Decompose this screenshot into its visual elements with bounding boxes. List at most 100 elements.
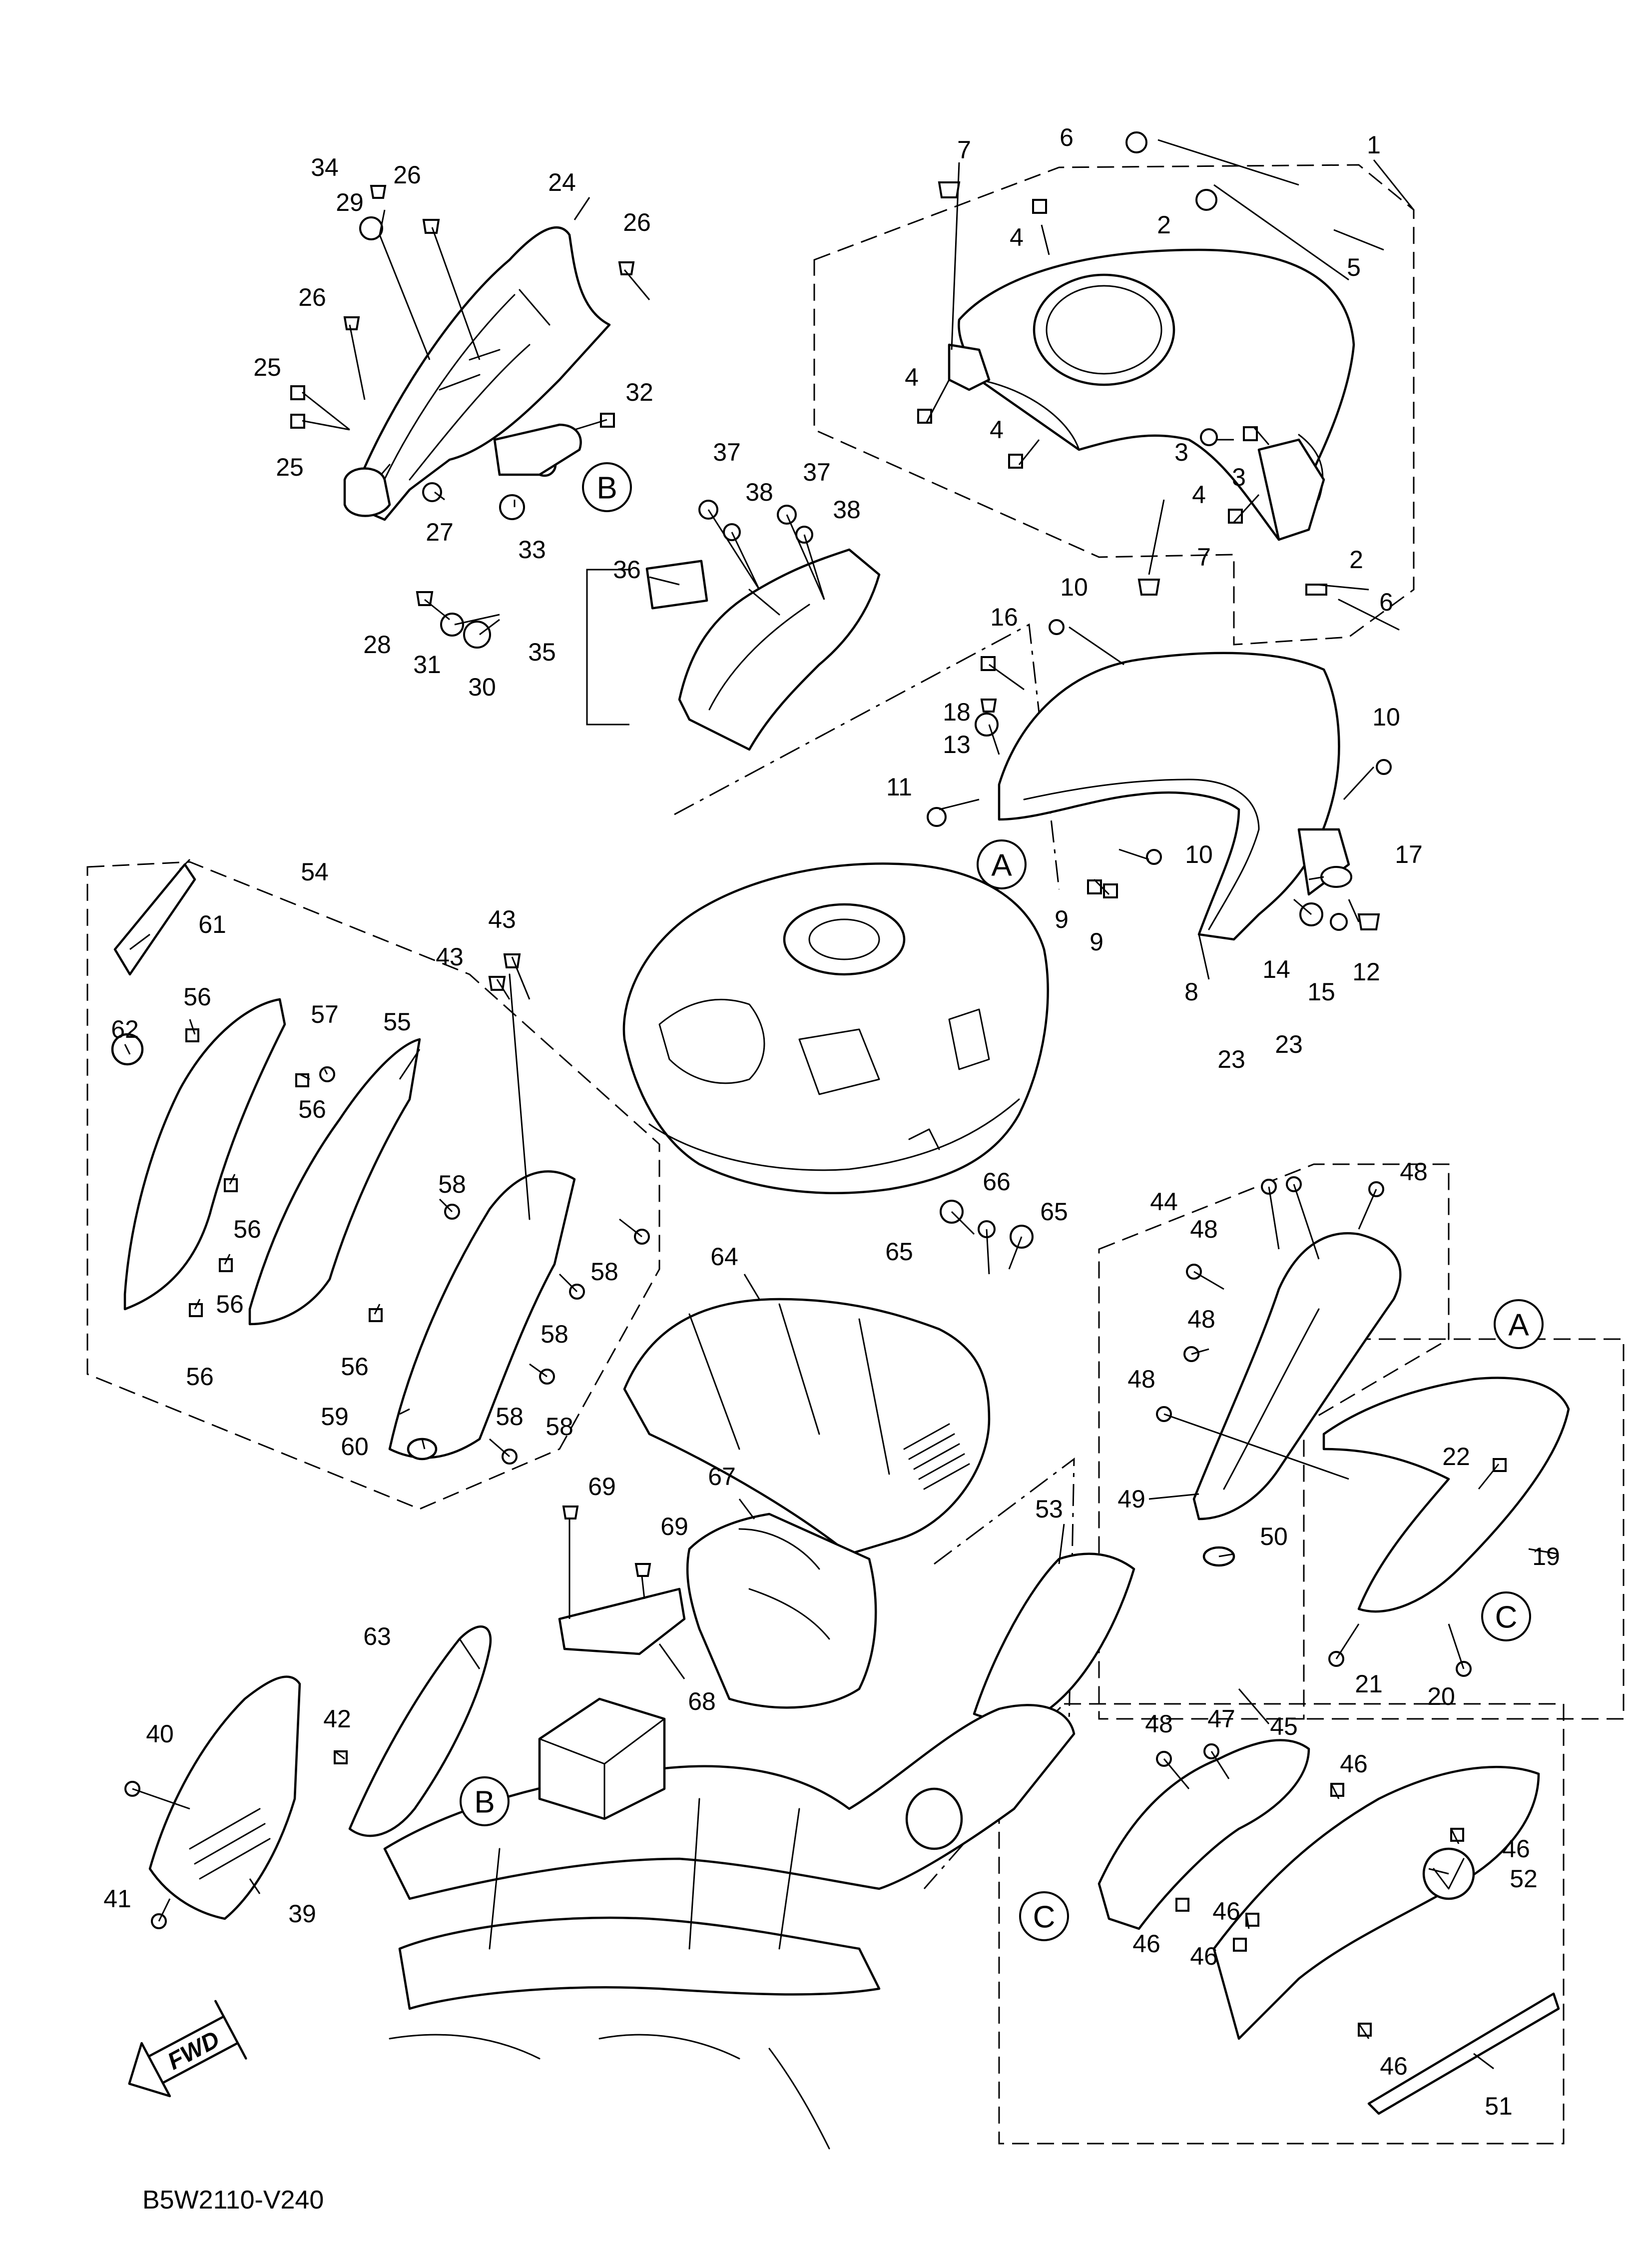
ecu-box [538, 1697, 666, 1820]
callout-60: 60 [341, 1433, 369, 1461]
callout-18: 18 [943, 698, 971, 726]
callout-55: 55 [383, 1008, 411, 1036]
callout-66: 66 [983, 1168, 1011, 1196]
callout-46: 46 [1132, 1930, 1160, 1958]
callout-58: 58 [590, 1258, 618, 1286]
side-panel-rear-59 [388, 1170, 576, 1459]
screw-10-c [1146, 849, 1162, 865]
callout-6: 6 [1379, 588, 1393, 616]
callout-4: 4 [990, 416, 1004, 444]
fuel-tank [622, 862, 1049, 1194]
ref-a-upper: A [977, 839, 1027, 889]
callouts: 1 2 2 3 3 4 4 4 4 5 6 6 7 7 8 9 9 10 10 … [103, 123, 1560, 2120]
callout-21: 21 [1355, 1670, 1383, 1698]
clip-56-d [219, 1258, 233, 1272]
tank-cap-opening [1033, 273, 1175, 386]
callout-3: 3 [1232, 463, 1246, 491]
callout-10: 10 [1372, 703, 1400, 731]
callout-20: 20 [1427, 1682, 1455, 1710]
tank-side-panel [998, 652, 1340, 941]
leader-lines [124, 139, 1559, 2070]
collar-31 [440, 613, 464, 637]
collar-13 [975, 713, 999, 737]
callout-31: 31 [413, 651, 441, 679]
callout-47: 47 [1207, 1705, 1235, 1733]
ref-a-lower: A [1494, 1299, 1544, 1349]
callout-23: 23 [1275, 1030, 1303, 1058]
clip-25-b [290, 414, 305, 429]
lower-left-parts [148, 1552, 1135, 1920]
damper-17 [1320, 866, 1352, 888]
right-panel-group-44 [1192, 1232, 1570, 1613]
lower-cowl-group-45 [1098, 1739, 1560, 2115]
clip-3-b [1243, 426, 1258, 441]
tank-side-cover-8 [998, 652, 1350, 941]
callout-56: 56 [233, 1215, 261, 1243]
callout-25: 25 [253, 353, 281, 381]
tank-pad-body [623, 1298, 991, 1555]
callout-26: 26 [393, 161, 421, 189]
callout-40: 40 [146, 1720, 174, 1748]
side-panel-front [123, 998, 286, 1311]
air-duct-39 [148, 1675, 301, 1920]
clip-9-b [1103, 883, 1118, 898]
callout-32: 32 [625, 378, 653, 406]
boundary-group-1 [813, 164, 1415, 646]
reference-markers: B A A C B C [460, 462, 1544, 1941]
svg-text:C: C [1495, 1600, 1518, 1635]
decal-61 [113, 863, 196, 976]
side-panel-middle-55 [248, 1038, 421, 1326]
callout-64: 64 [710, 1243, 738, 1271]
callout-48: 48 [1127, 1365, 1155, 1393]
callout-45: 45 [1270, 1712, 1298, 1740]
frame [383, 1697, 1076, 2150]
callout-68: 68 [688, 1687, 716, 1715]
bolt-18 [980, 699, 997, 713]
bracket-68 [558, 1587, 686, 1655]
screw-6-lower [1338, 599, 1400, 631]
clip-4-c [1008, 454, 1023, 469]
callout-37: 37 [803, 458, 831, 486]
callout-25: 25 [276, 453, 304, 481]
side-cover-rear-flange [1297, 828, 1350, 896]
inner-bracket-35 [645, 548, 881, 751]
callout-42: 42 [323, 1705, 351, 1733]
collar-11 [927, 807, 947, 827]
right-inner-panel [1192, 1232, 1402, 1520]
clip-9-a [1087, 879, 1102, 894]
callout-3: 3 [1174, 438, 1188, 466]
callout-56: 56 [341, 1353, 369, 1381]
clip-46-e [1233, 1938, 1247, 1952]
ref-c-lower: C [1019, 1891, 1069, 1941]
bolt-26-c [343, 316, 360, 330]
boundary-bracket-35 [586, 569, 629, 726]
callout-1: 1 [1367, 131, 1381, 159]
callout-61: 61 [198, 910, 226, 938]
bolt-43-a [503, 953, 521, 968]
callout-8: 8 [1184, 978, 1198, 1006]
callout-62: 62 [111, 1015, 139, 1043]
callout-24: 24 [548, 168, 576, 196]
lower-cowl-inner [1098, 1739, 1310, 1930]
grommet-6-top [1125, 131, 1147, 153]
fuel-tank-filler [783, 903, 906, 976]
fuel-tank-body [622, 862, 1049, 1194]
heat-shield-body [686, 1512, 877, 1709]
bracket-53 [973, 1552, 1135, 1721]
ref-b-lower: B [460, 1776, 510, 1826]
callout-29: 29 [336, 188, 364, 216]
side-panel-group-54 [111, 863, 576, 1461]
callout-2: 2 [1349, 546, 1363, 574]
bolt-7-lower [1137, 579, 1160, 596]
svg-text:B: B [474, 1785, 495, 1820]
fwd-arrow: FWD [128, 2000, 247, 2098]
bolt-34 [370, 185, 387, 199]
callout-35: 35 [528, 638, 556, 666]
callout-52: 52 [1510, 1865, 1538, 1893]
collar-29 [359, 216, 383, 240]
clip-32 [600, 413, 615, 428]
inner-bracket-panel [678, 548, 881, 751]
callout-34: 34 [311, 153, 339, 181]
callout-26: 26 [623, 208, 651, 236]
front-cowl-bracket [348, 226, 611, 521]
